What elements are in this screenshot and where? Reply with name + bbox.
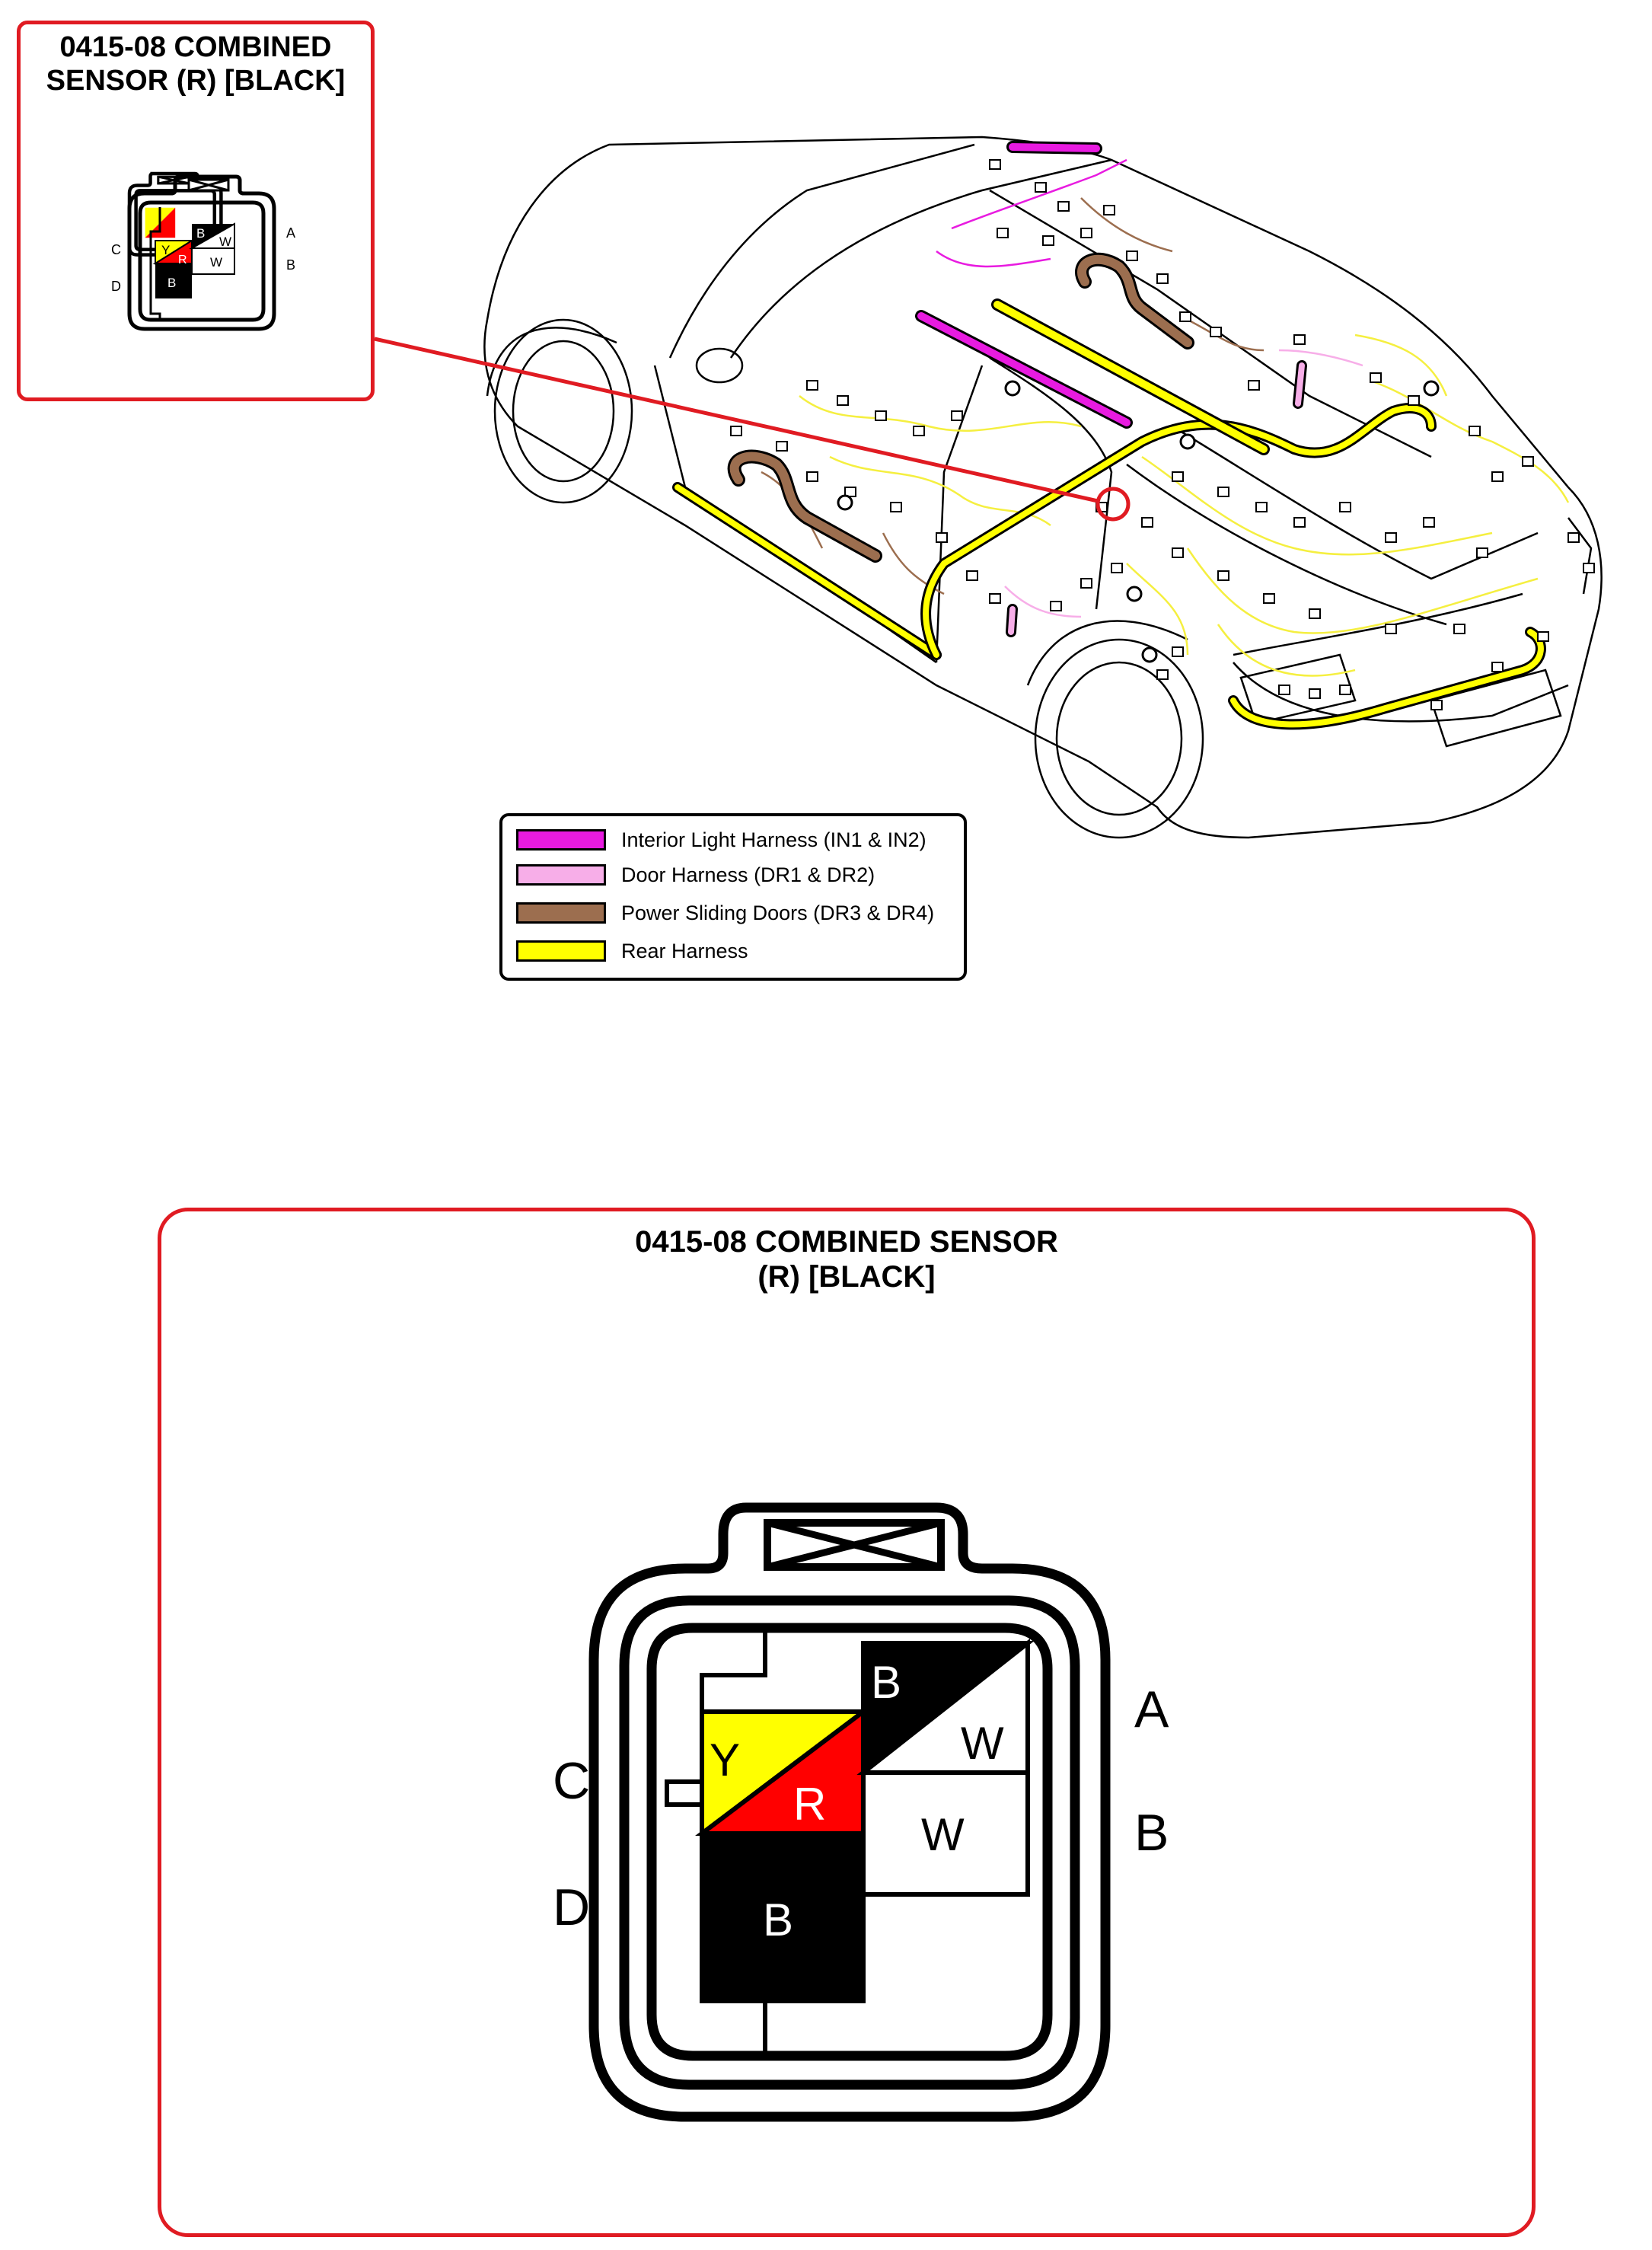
legend-swatch (516, 864, 606, 886)
harness-thick-wires (672, 141, 1546, 730)
connector-detail-frame (158, 1208, 1536, 2237)
thumbnail-title-line1: 0415-08 COMBINED (59, 31, 332, 63)
pin-c-top-color: Y (710, 1735, 740, 1786)
legend-item-interior-light: Interior Light Harness (IN1 & IN2) (516, 825, 926, 854)
pin-c-bottom-color: R (793, 1779, 826, 1830)
thumb-pin-b: W (210, 255, 222, 270)
connector-thumbnail-frame (17, 21, 375, 401)
pin-label-c: C (553, 1752, 590, 1810)
thumb-label-d: D (111, 279, 121, 294)
detail-title-line1: 0415-08 COMBINED SENSOR (635, 1225, 1058, 1259)
pin-a-top-color: B (871, 1657, 901, 1708)
legend-swatch (516, 940, 606, 962)
pin-label-a: A (1134, 1680, 1169, 1738)
pin-label-d: D (553, 1878, 590, 1936)
thumb-pin-a-top: B (196, 226, 205, 241)
thumb-label-a: A (286, 225, 295, 241)
legend-swatch (516, 902, 606, 924)
thumb-label-c: C (111, 242, 121, 257)
connector-detail-title: 0415-08 COMBINED SENSOR (R) [BLACK] (158, 1224, 1536, 1294)
thumb-pin-c-top: Y (161, 243, 170, 257)
thumb-pin-a-bottom: W (219, 235, 231, 249)
thumb-label-b: B (286, 257, 295, 273)
harness-legend: Interior Light Harness (IN1 & IN2) Door … (499, 813, 967, 981)
thumb-pin-d: B (167, 276, 176, 290)
cavity-outline (700, 1631, 767, 1712)
pin-b-white (861, 1770, 1030, 1897)
legend-label: Interior Light Harness (IN1 & IN2) (621, 828, 926, 851)
harness-grommets (837, 380, 1440, 663)
harness-connectors (730, 159, 1595, 710)
car-outline (483, 136, 1603, 839)
pin-d-color: B (763, 1894, 793, 1945)
callout-leader-line (374, 337, 1099, 503)
connector-thumbnail-title: 0415-08 COMBINED SENSOR (R) [BLACK] (17, 30, 375, 97)
detail-title-line2: (R) [BLACK] (757, 1260, 936, 1294)
connector-detail-diagram: Y R B B W W A B C D (553, 1502, 1169, 2122)
legend-label: Door Harness (DR1 & DR2) (621, 863, 875, 886)
thumbnail-title-line2: SENSOR (R) [BLACK] (46, 65, 346, 97)
legend-item-door-harness: Door Harness (DR1 & DR2) (516, 860, 875, 889)
thumb-pin-c-bottom: R (178, 254, 187, 266)
connector-shell (588, 1502, 1111, 2122)
latch-x-icon (766, 1519, 942, 1571)
vehicle-harness-diagram (374, 136, 1603, 839)
legend-swatch (516, 829, 606, 851)
pin-d-black (700, 1831, 866, 2003)
thumbnail-connector: Y R B B W W A B C D (111, 174, 295, 331)
legend-item-power-sliding-doors: Power Sliding Doors (DR3 & DR4) (516, 898, 934, 927)
legend-item-rear-harness: Rear Harness (516, 937, 748, 965)
pin-label-b: B (1134, 1804, 1169, 1862)
pin-a-bottom-color: W (961, 1718, 1004, 1769)
connector-location-marker (1095, 487, 1131, 522)
legend-label: Rear Harness (621, 939, 748, 962)
pin-b-color: W (921, 1809, 965, 1860)
legend-label: Power Sliding Doors (DR3 & DR4) (621, 901, 935, 924)
